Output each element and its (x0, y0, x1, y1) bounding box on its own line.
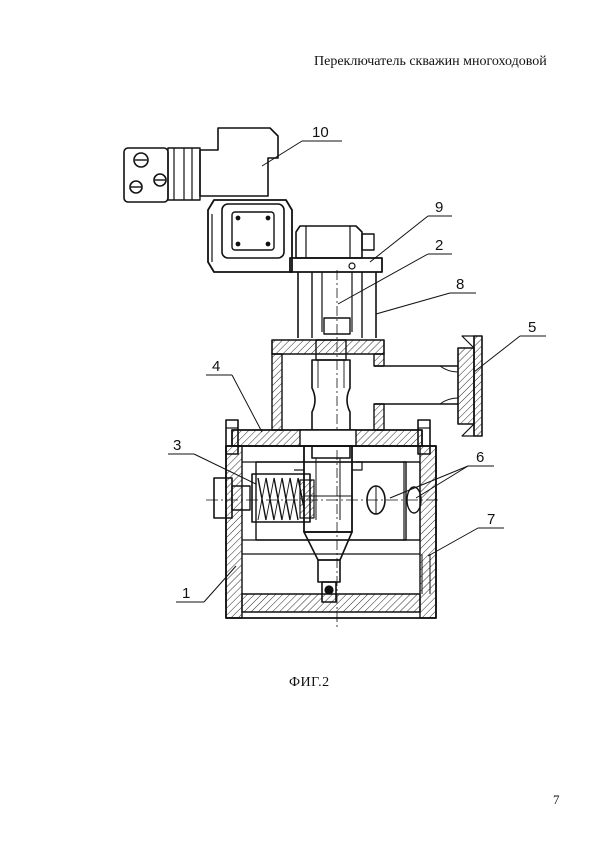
callout-2: 2 (435, 237, 443, 254)
main-body (213, 445, 437, 619)
figure-caption: ФИГ.2 (289, 675, 330, 690)
actuator-motor (123, 127, 293, 273)
rotor-shaft (294, 445, 363, 603)
outlet-pipe (374, 335, 483, 437)
column-studs (297, 270, 377, 630)
page-number: 7 (553, 792, 560, 807)
callout-5: 5 (528, 319, 536, 336)
callout-7: 7 (487, 511, 495, 528)
cover-plate (225, 419, 431, 455)
document-header-title: Переключатель скважин многоходовой (314, 54, 547, 69)
callout-6: 6 (476, 449, 484, 466)
callout-10: 10 (312, 124, 329, 141)
callout-9: 9 (435, 199, 443, 216)
callout-3: 3 (173, 437, 181, 454)
callout-8: 8 (456, 276, 464, 293)
callout-1: 1 (182, 585, 190, 602)
callout-numbers: 10 9 2 8 5 4 3 6 7 1 (173, 124, 536, 602)
top-coupling (289, 225, 383, 273)
callout-4: 4 (212, 358, 220, 375)
leader-lines (168, 140, 546, 603)
